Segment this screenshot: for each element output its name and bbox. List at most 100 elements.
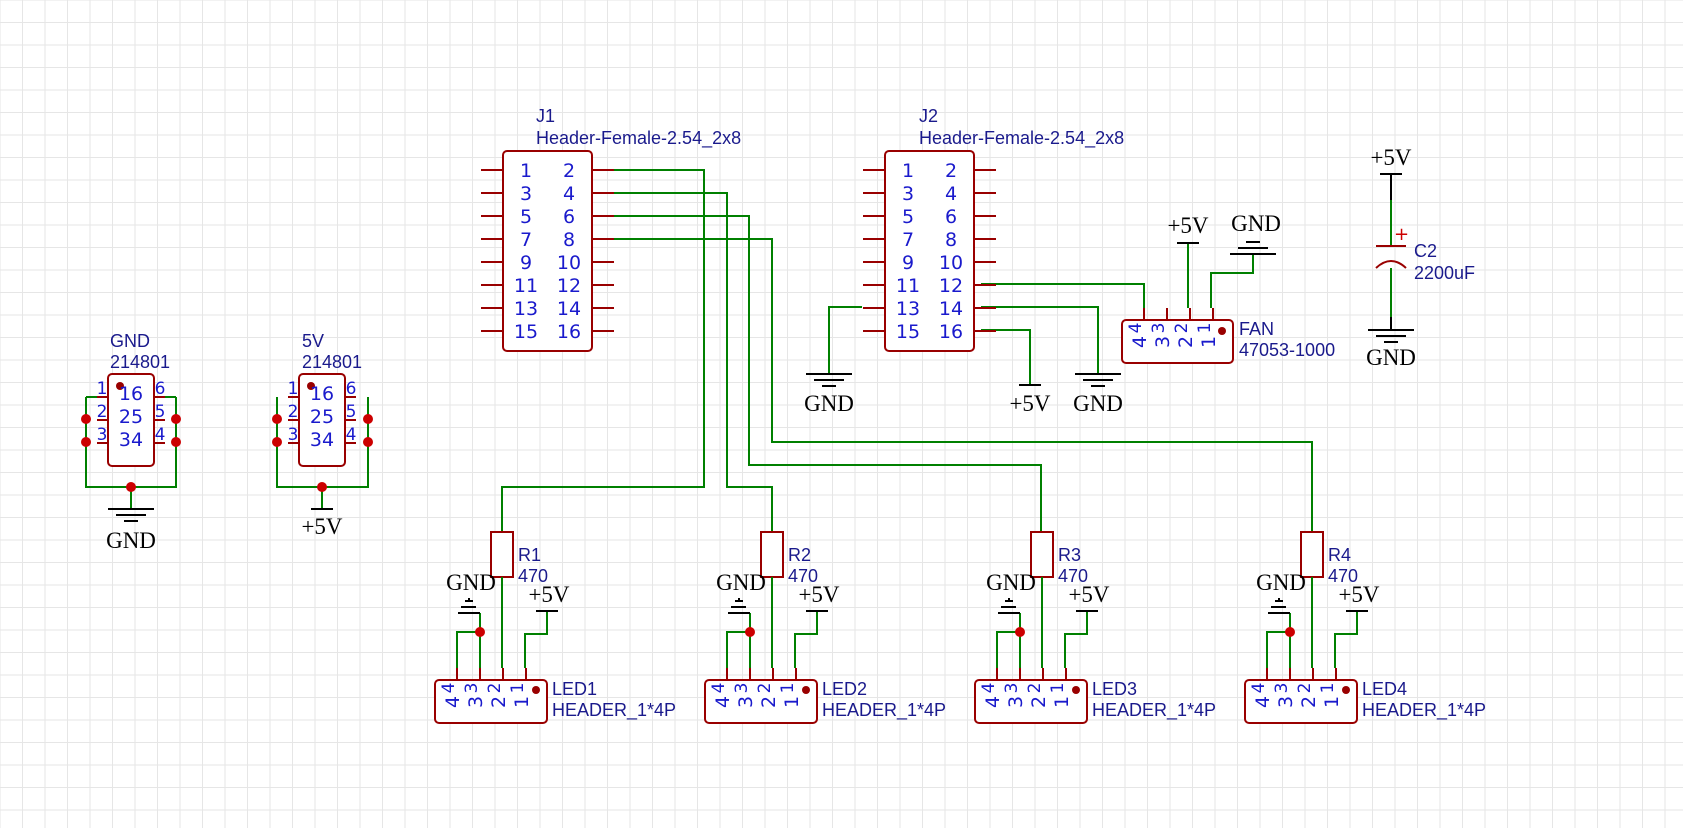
pin-number: 4 [1249,683,1269,694]
terminal-inner-label: 16 [119,383,143,405]
junction [1015,627,1025,637]
power-symbol-j2[interactable]: +5V [1009,384,1051,416]
pin-number: 9 [520,252,532,274]
wire-j1-pin4-r2[interactable] [572,192,773,532]
c2-ref: C2 [1414,241,1437,261]
fan-ref: FAN [1239,319,1274,339]
terminal-gnd-pin1-marker [116,382,124,390]
wire-fan-pin1-gnd[interactable] [1210,254,1254,308]
ground-symbol-terminal[interactable]: GND [106,508,156,553]
pin-number: 2 [563,160,575,182]
ground-symbol-j2-left[interactable]: GND [804,373,854,416]
svg-text:GND: GND [1073,391,1123,416]
wire-led-gnd[interactable] [726,631,751,668]
terminal-inner-label: 34 [119,429,143,451]
power-symbol-terminal[interactable]: +5V [301,508,343,539]
wire-led-5v[interactable] [794,611,818,668]
wire-j2-pin16-5v[interactable] [981,329,1031,385]
ground-symbol[interactable]: GND [716,570,766,614]
power-symbol[interactable]: +5V [1068,582,1110,612]
pin-number: 1 [1195,323,1215,334]
wire-j2-pin14-gnd[interactable] [981,306,1099,374]
pin-number: 1 [902,160,914,182]
wire-led-5v[interactable] [1064,611,1088,668]
pin-number: 15 [514,321,538,343]
power-symbol[interactable]: +5V [798,582,840,612]
wire-j1-pin6-r3[interactable] [572,215,1042,532]
ground-symbol-c2[interactable]: GND [1366,317,1416,370]
junction [126,482,136,492]
led-blocks: R1470GND+5V44332211LED1HEADER_1*4PR2470G… [434,531,1486,724]
led-ref: LED4 [1362,679,1407,699]
power-symbol-c2[interactable]: +5V [1370,145,1412,200]
pin-number: 3 [520,183,532,205]
wire-j1-pin2-r1[interactable] [501,169,705,532]
pin-number: 7 [902,229,914,251]
pin-number: 4 [1126,323,1146,334]
pin-number: 1 [1318,683,1338,694]
pin-number-inner: 3 [465,696,487,708]
terminal-inner-label: 16 [310,383,334,405]
wire-j1-pin8-r4[interactable] [572,238,1313,532]
terminal-gnd-value: 214801 [110,352,170,372]
pin-number: 5 [155,402,166,422]
ground-symbol[interactable]: GND [446,570,496,614]
pin-number: 13 [896,298,920,320]
led-ref: LED2 [822,679,867,699]
wire-led-5v[interactable] [524,611,548,668]
resistor-value: 470 [788,566,818,586]
wire-led-gnd[interactable] [456,631,481,668]
ground-label: GND [986,570,1036,595]
power-symbol[interactable]: +5V [528,582,570,612]
junction [317,482,327,492]
power-symbol[interactable]: +5V [1338,582,1380,612]
power-symbol-fan[interactable]: +5V [1167,213,1209,244]
wire-led-5v[interactable] [1334,611,1358,668]
pin-number: 14 [557,298,581,320]
pin-number: 9 [902,252,914,274]
wire-j2-pin12-fan[interactable] [981,283,1145,308]
pin-number: 3 [902,183,914,205]
power-label: +5V [528,582,569,607]
pin-number: 4 [945,183,957,205]
ground-symbol-j2-right[interactable]: GND [1073,373,1123,416]
ground-symbol[interactable]: GND [1256,570,1306,614]
ground-symbol-fan[interactable]: GND [1230,211,1281,255]
junction [745,627,755,637]
led-pin1-marker [1342,686,1350,694]
led-value: HEADER_1*4P [1362,700,1486,721]
capacitor-c2[interactable]: + C2 2200uF [1375,224,1475,283]
wire-j2-pin13-gnd[interactable] [828,306,862,374]
pin-number: 2 [97,402,108,422]
pin-number-inner: 3 [1152,336,1174,348]
pin-number: 5 [520,206,532,228]
wire-led-gnd[interactable] [996,631,1021,668]
ground-symbol[interactable]: GND [986,570,1036,614]
fan-value: 47053-1000 [1239,340,1335,360]
pin-number: 15 [896,321,920,343]
j1-ref: J1 [536,106,555,126]
wire-led-gnd[interactable] [1266,631,1291,668]
pin-number-inner: 4 [982,696,1004,708]
j1-body [502,150,593,352]
pin-number: 6 [346,379,357,399]
j2-value: Header-Female-2.54_2x8 [919,128,1124,149]
